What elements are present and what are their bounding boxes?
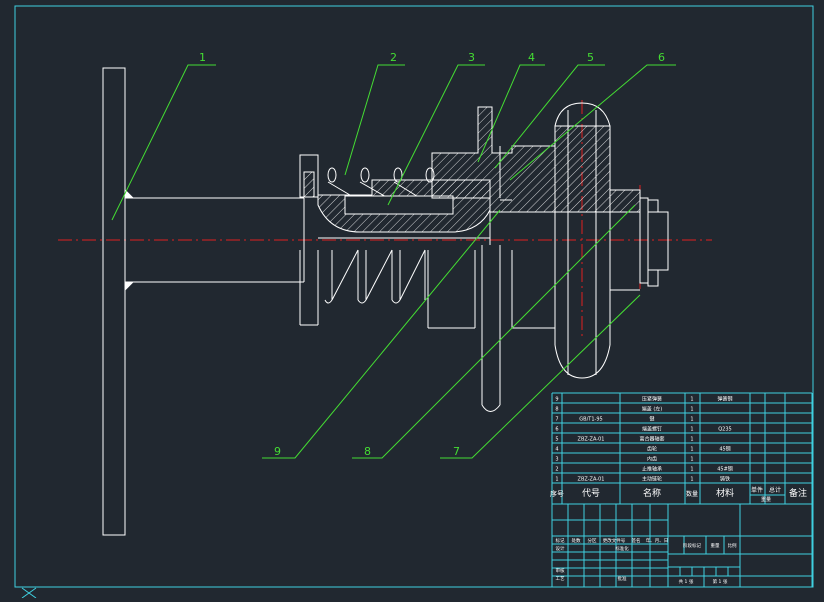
tb-label-mark: 标记	[556, 537, 565, 544]
leader-9	[262, 209, 501, 459]
leader-7	[440, 294, 641, 459]
bom-header-code: 代号	[582, 488, 600, 499]
bom-cell-qty: 1	[690, 447, 693, 453]
balloon-4[interactable]: 4	[528, 51, 535, 64]
tb-label-count: 处数	[572, 537, 581, 544]
bom-cell-qty: 1	[690, 397, 693, 403]
leader-4	[477, 64, 545, 163]
bom-cell-material: 铸铁	[720, 476, 730, 483]
bom-cell-material: 45钢	[719, 446, 730, 453]
tb-label-scale: 比例	[728, 542, 737, 549]
balloon-9[interactable]: 9	[274, 445, 281, 458]
sheet-border	[14, 5, 814, 588]
bom-cell-name: 止推轴承	[642, 466, 662, 473]
bom-cell-material: Q235	[718, 427, 731, 433]
tb-label-change-doc: 更改文件号	[603, 537, 626, 544]
leader-2	[344, 64, 405, 176]
bom-cell-material: 45#钢	[717, 466, 733, 473]
bom-cell-qty: 1	[690, 467, 693, 473]
bom-cell-qty: 1	[690, 417, 693, 423]
bom-header-material: 材料	[716, 487, 734, 499]
bom-header-remark: 备注	[789, 487, 807, 499]
balloon-8[interactable]: 8	[364, 445, 371, 458]
bom-cell-index: 6	[555, 427, 558, 433]
tb-label-design: 设计	[556, 545, 565, 552]
tb-label-review: 审核	[556, 567, 565, 574]
tb-label-approve: 批准	[618, 575, 627, 582]
bom-cell-index: 9	[555, 397, 558, 403]
bom-cell-index: 1	[555, 477, 558, 483]
bom-cell-qty: 1	[690, 427, 693, 433]
bom-header-total-weight: 总计	[769, 486, 781, 494]
bom-header-weight: 重量	[761, 496, 771, 503]
part-end-screw	[610, 197, 669, 291]
tb-label-sheet-total: 共 1 张	[679, 578, 694, 585]
tb-label-sign: 签名	[632, 537, 641, 544]
leader-1	[111, 64, 216, 221]
bom-cell-qty: 1	[690, 477, 693, 483]
bom-header-unit-weight: 单件	[751, 486, 763, 494]
leader-lines	[111, 64, 676, 459]
bom-cell-name: 离合器轴套	[639, 436, 664, 443]
bom-cell-name: 内齿	[647, 456, 657, 463]
bom-cell-material: 弹簧钢	[717, 396, 732, 403]
bom-cell-code: ZBZ-ZA-01	[578, 477, 605, 483]
bom-cell-name: 齿轮	[647, 446, 657, 453]
part-end-cover-left	[299, 154, 319, 326]
bom-cell-name: 压紧弹簧	[642, 396, 662, 403]
bom-cell-name: 主动链轮	[642, 476, 662, 483]
bom-cell-qty: 1	[690, 457, 693, 463]
balloon-7[interactable]: 7	[453, 445, 460, 458]
balloon-1[interactable]: 1	[199, 51, 206, 64]
tb-label-process: 工艺	[556, 576, 565, 582]
bom-cell-index: 4	[555, 447, 558, 453]
part-gear-hub	[431, 106, 641, 412]
leader-8	[352, 204, 636, 459]
balloon-labels: 1 2 3 4 5 6 7 8 9	[199, 51, 665, 458]
bom-cell-qty: 1	[690, 407, 693, 413]
bom-header-index: 序号	[550, 489, 564, 498]
bom-header-name: 名称	[643, 487, 661, 499]
bom-header-qty: 数量	[686, 490, 698, 498]
bom-cell-name: 端盖螺钉	[642, 426, 662, 433]
part-main-shaft	[125, 197, 305, 283]
bom-cell-index: 3	[555, 457, 558, 463]
bom-cell-qty: 1	[690, 437, 693, 443]
title-block: 标记处数分区更改文件号签名年、月、日设计 标准化审核工艺 批准 阶段标记 重量 比例共 1…	[551, 503, 813, 588]
tb-label-stage-mark: 阶段标记	[683, 542, 701, 549]
tb-label-date: 年、月、日	[646, 537, 669, 544]
ucs-icon	[21, 587, 37, 599]
bom-cell-index: 2	[555, 467, 558, 473]
outer-frame-rect	[14, 5, 814, 588]
bom-cell-index: 7	[555, 417, 558, 423]
leader-6	[509, 64, 676, 181]
tb-label-sheet-no: 第 1 张	[713, 578, 728, 585]
bom-cell-index: 5	[555, 437, 558, 443]
balloon-3[interactable]: 3	[468, 51, 475, 64]
part-gear-wheel	[554, 102, 611, 379]
part-sprocket-plate	[102, 67, 135, 536]
balloon-5[interactable]: 5	[587, 51, 594, 64]
tb-label-standard: 标准化	[615, 545, 629, 552]
balloon-2[interactable]: 2	[390, 51, 397, 64]
tb-label-zone: 分区	[588, 537, 597, 544]
leader-3	[387, 64, 485, 206]
bom-cell-code: ZBZ-ZA-01	[578, 437, 605, 443]
tb-label-weight: 重量	[711, 542, 720, 549]
bom-cell-name: 键	[649, 416, 654, 423]
leader-5	[494, 64, 605, 169]
bom-cell-code: GB/T1-95	[579, 417, 602, 423]
balloon-6[interactable]: 6	[658, 51, 665, 64]
bom-cell-index: 8	[555, 407, 558, 413]
bom-cell-name: 端盖 (左)	[642, 406, 663, 413]
